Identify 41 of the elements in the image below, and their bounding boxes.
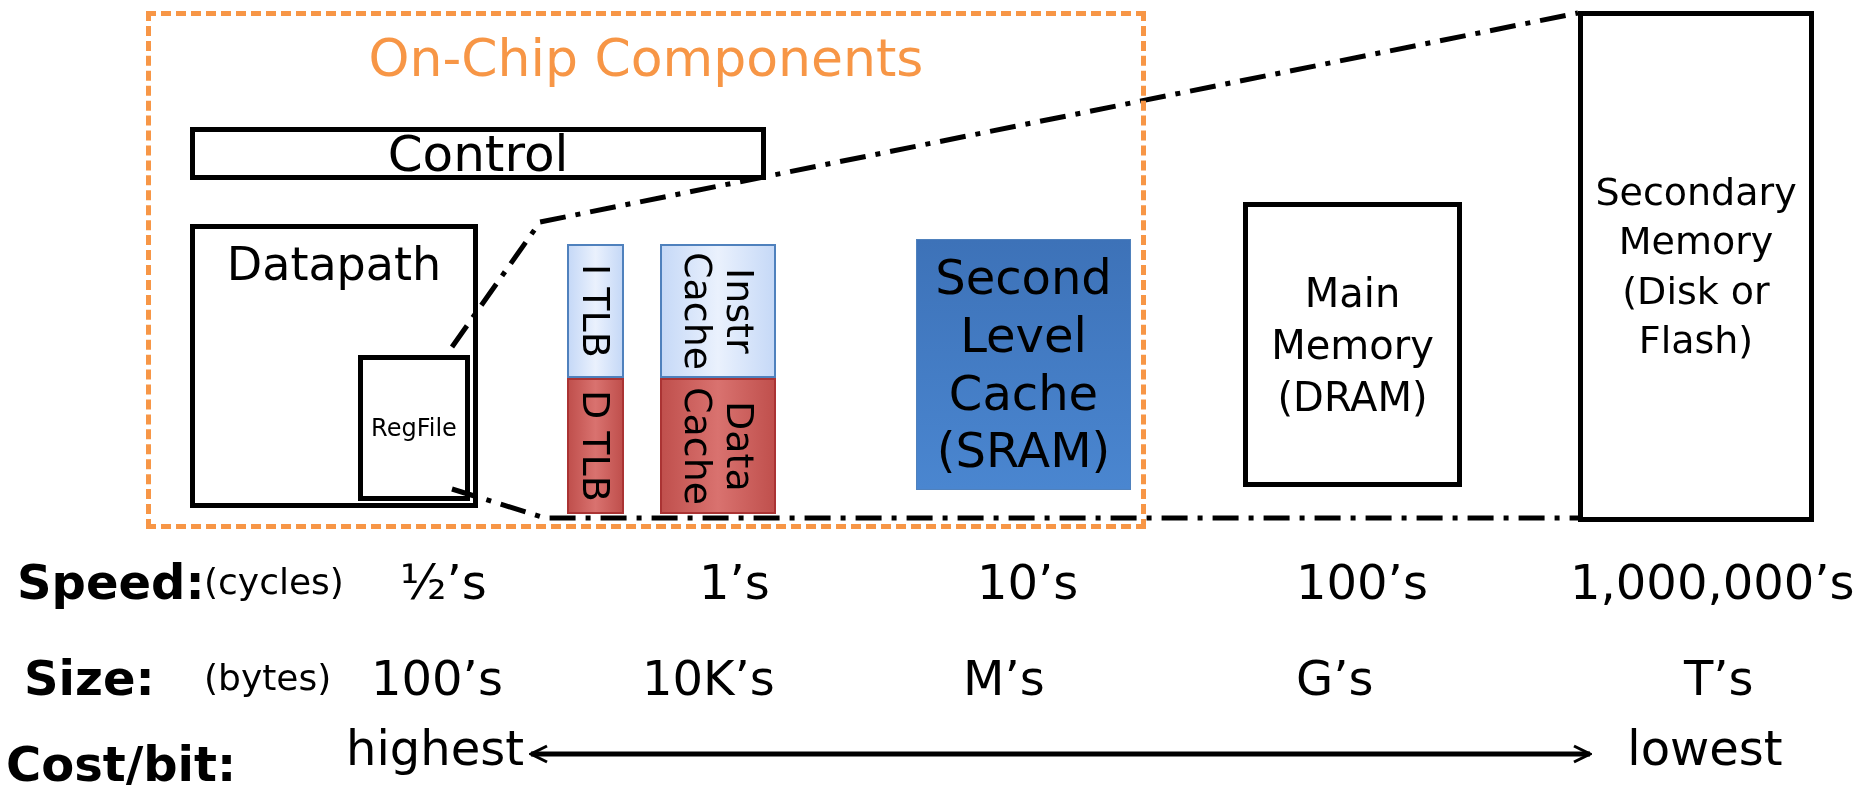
- box-label: Secondary Memory (Disk or Flash): [1594, 168, 1798, 364]
- value-label: 10K’s: [642, 654, 775, 702]
- box-label: Control: [387, 124, 569, 183]
- value-label: 1,000,000’s: [1570, 558, 1855, 606]
- value-label: ½’s: [400, 558, 487, 606]
- value-label: 1’s: [699, 558, 770, 606]
- box-label: Datapath: [226, 237, 442, 291]
- box-label: I TLB: [573, 264, 618, 358]
- value-label: 10’s: [977, 558, 1079, 606]
- register-file-box: [358, 355, 470, 501]
- box-label: Second Level Cache (SRAM): [934, 249, 1113, 480]
- box-label: On-Chip Components: [368, 28, 924, 88]
- cache-box: [660, 378, 776, 514]
- dash-dot-line: [449, 10, 1579, 349]
- memory-box: [1243, 202, 1462, 487]
- cost-label: lowest: [1620, 720, 1790, 776]
- dash-dot-line: [451, 486, 1578, 521]
- box-label: RegFile: [371, 414, 457, 442]
- datapath-box: [190, 224, 478, 508]
- box-label: Main Memory (DRAM): [1270, 268, 1435, 422]
- tlb-box: [567, 244, 624, 378]
- value-label: G’s: [1296, 654, 1374, 702]
- row-heading: Cost/bit:: [6, 740, 237, 785]
- row-heading: Size:: [24, 654, 155, 702]
- region-box: [146, 11, 1146, 529]
- cache-box: [660, 244, 776, 378]
- control-box: [190, 127, 766, 180]
- unit-label: (cycles): [204, 564, 344, 600]
- box-label: Data Cache: [676, 385, 760, 508]
- value-label: 100’s: [1296, 558, 1428, 606]
- tlb-box: [567, 378, 624, 514]
- unit-label: (bytes): [204, 660, 332, 696]
- storage-box: [1578, 11, 1814, 522]
- double-arrow: [529, 744, 1592, 764]
- box-label: D TLB: [573, 390, 618, 502]
- value-label: T’s: [1684, 654, 1754, 702]
- value-label: 100’s: [371, 654, 503, 702]
- box-label: Instr Cache: [676, 250, 760, 373]
- cost-label: highest: [345, 720, 525, 776]
- value-label: M’s: [963, 654, 1045, 702]
- cache-box: [916, 239, 1131, 490]
